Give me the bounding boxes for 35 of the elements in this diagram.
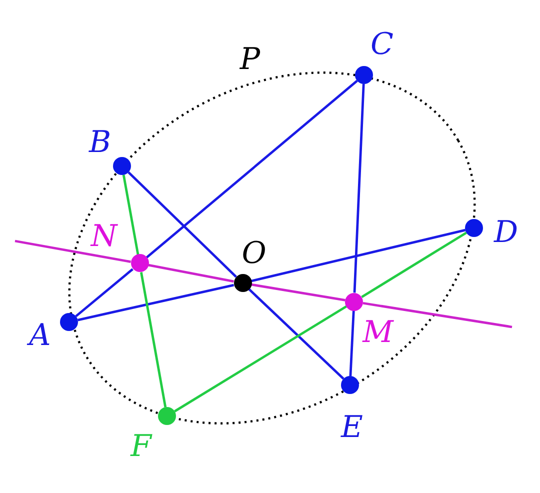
point-dot [341,376,359,394]
line-segment [174,305,348,412]
point-dot [355,66,373,84]
line-segment [14,240,131,263]
point-dot [158,407,176,425]
point-label: B [88,128,112,158]
point-label: E [341,413,363,443]
point-label: F [130,432,152,462]
line-segment [251,228,466,282]
point-label: A [29,321,51,351]
line-segment [122,174,140,255]
line-segment [78,284,234,322]
line-segment [248,288,344,380]
line-segment [146,80,358,259]
line-segment [251,283,346,302]
point-dot [465,219,483,237]
line-segment [75,268,134,318]
line-segment [140,272,167,408]
line-segment [349,310,355,376]
point-dot [345,292,364,311]
point-dot [60,313,78,331]
point-dot [130,254,149,272]
line-segment [361,232,467,298]
curve-label: P [240,45,260,75]
point-label: N [90,222,118,252]
line-segment [362,302,512,328]
line-segment [353,84,365,293]
line-segment [128,171,237,278]
point-label: C [370,30,394,60]
point-label: D [494,218,518,248]
point-label: O [242,239,266,269]
line-segment [148,264,234,283]
point-dot [234,274,252,292]
point-label: M [362,318,394,348]
point-dot [113,157,131,175]
